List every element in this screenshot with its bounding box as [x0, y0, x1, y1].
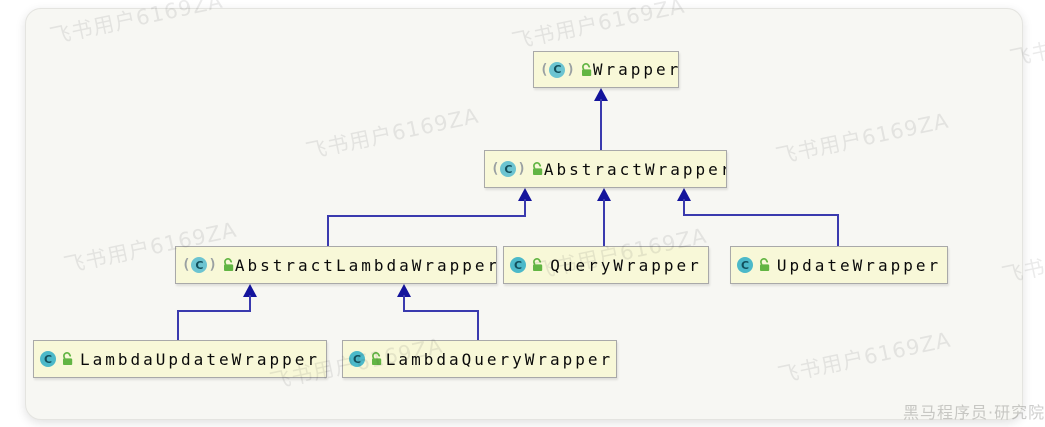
inheritance-arrowhead: [243, 284, 257, 297]
class-icon: [349, 351, 365, 367]
public-unlocked-icon: [60, 352, 74, 366]
class-name-label: UpdateWrapper: [776, 255, 942, 275]
class-name-label: QueryWrapper: [550, 255, 702, 275]
class-node-query-wrapper[interactable]: QueryWrapper: [503, 246, 709, 284]
inheritance-edge: [403, 310, 479, 312]
inheritance-edge: [603, 199, 605, 246]
class-node-abstract-wrapper[interactable]: AbstractWrapper: [484, 150, 727, 188]
class-node-update-wrapper[interactable]: UpdateWrapper: [730, 246, 948, 284]
inheritance-arrowhead: [397, 284, 411, 297]
inheritance-edge: [327, 215, 526, 217]
public-unlocked-icon: [579, 62, 593, 77]
class-icon: [510, 257, 526, 273]
inheritance-edge: [683, 199, 685, 216]
inheritance-edge: [477, 310, 479, 340]
class-icon: [737, 257, 753, 273]
abstract-class-icon: [182, 257, 217, 273]
inheritance-edge: [249, 295, 251, 312]
class-name-label: AbstractLambdaWrapper: [234, 255, 496, 275]
public-unlocked-icon: [530, 258, 544, 272]
public-unlocked-icon: [221, 258, 235, 272]
inheritance-arrowhead: [594, 88, 608, 101]
public-unlocked-icon: [530, 162, 544, 176]
public-unlocked-icon: [369, 352, 383, 366]
abstract-class-icon: [540, 61, 575, 78]
inheritance-edge: [837, 214, 839, 246]
inheritance-edge: [683, 214, 839, 216]
class-icon: [40, 351, 56, 367]
inheritance-edge: [600, 99, 602, 150]
inheritance-arrowhead: [677, 188, 691, 201]
inheritance-arrowhead: [597, 188, 611, 201]
class-name-label: Wrapper: [592, 60, 678, 79]
inheritance-edge: [524, 199, 526, 217]
class-node-lambda-query-wrapper[interactable]: LambdaQueryWrapper: [342, 340, 617, 378]
inheritance-edge: [177, 310, 251, 312]
class-name-label: LambdaUpdateWrapper: [79, 349, 321, 369]
class-name-label: LambdaQueryWrapper: [385, 349, 614, 369]
class-name-label: AbstractWrapper: [543, 159, 726, 179]
abstract-class-icon: [491, 161, 526, 177]
class-node-lambda-update-wrapper[interactable]: LambdaUpdateWrapper: [33, 340, 327, 378]
class-node-wrapper[interactable]: Wrapper: [533, 51, 679, 88]
inheritance-edge: [403, 295, 405, 312]
brand-watermark: 黑马程序员·研究院: [903, 403, 1045, 422]
public-unlocked-icon: [757, 258, 771, 272]
inheritance-edge: [177, 310, 179, 340]
inheritance-edge: [327, 215, 329, 246]
class-node-abstract-lambda-wrapper[interactable]: AbstractLambdaWrapper: [175, 246, 497, 284]
inheritance-arrowhead: [518, 188, 532, 201]
